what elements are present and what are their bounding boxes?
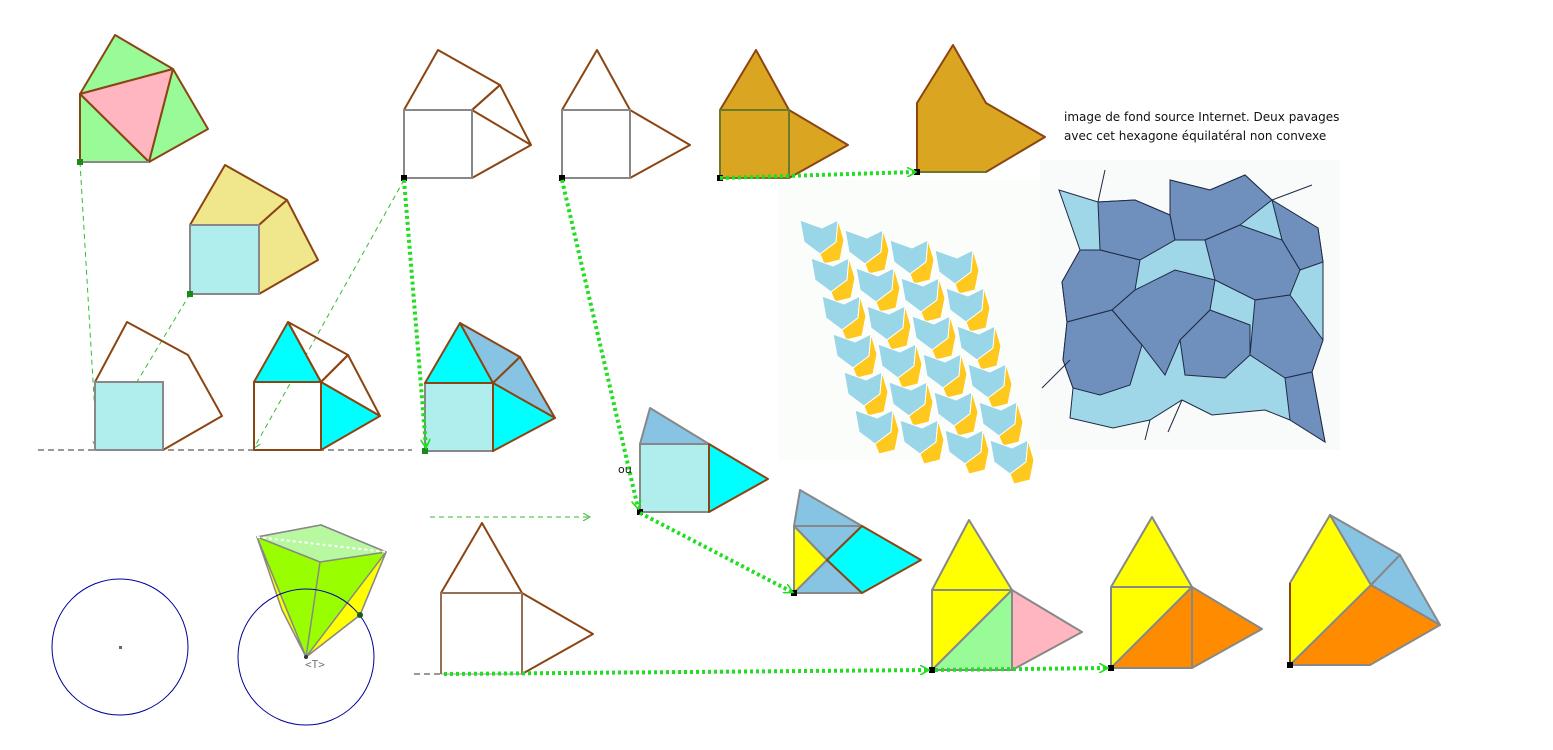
yellow-orange-house bbox=[1108, 516, 1263, 671]
house-outline-top bbox=[559, 49, 691, 181]
vertex-label: <T> bbox=[305, 658, 325, 671]
yellow-blue-tiling-image bbox=[778, 180, 1040, 485]
transformation-arrows bbox=[402, 172, 1107, 676]
hexagon-cyan-triangles bbox=[253, 321, 381, 451]
circle-empty bbox=[51, 578, 189, 716]
hexagon-khaki-piece bbox=[187, 164, 319, 297]
yellow-house-pink-green bbox=[929, 519, 1083, 673]
cyan-diamond-pieces bbox=[791, 489, 922, 596]
goldenrod-house-pieces bbox=[717, 49, 849, 181]
rotating-hexagon-in-circle bbox=[237, 524, 387, 726]
house-outline-bottom bbox=[440, 522, 594, 675]
blue-tiling-image bbox=[1040, 160, 1340, 450]
goldenrod-hexagon bbox=[914, 44, 1046, 175]
or-label: ou bbox=[618, 463, 632, 476]
house-sky-cyan-pieces bbox=[637, 407, 769, 515]
hexagon-outline-top bbox=[401, 49, 532, 181]
tiling-caption: image de fond source Internet. Deux pava… bbox=[1064, 110, 1340, 143]
yellow-orange-hexagon bbox=[1287, 514, 1441, 668]
hexagon-outline-on-baseline bbox=[94, 321, 223, 451]
hexagon-cyan-blue-pieces bbox=[422, 322, 556, 454]
triangle-square-piece-green bbox=[77, 34, 209, 165]
